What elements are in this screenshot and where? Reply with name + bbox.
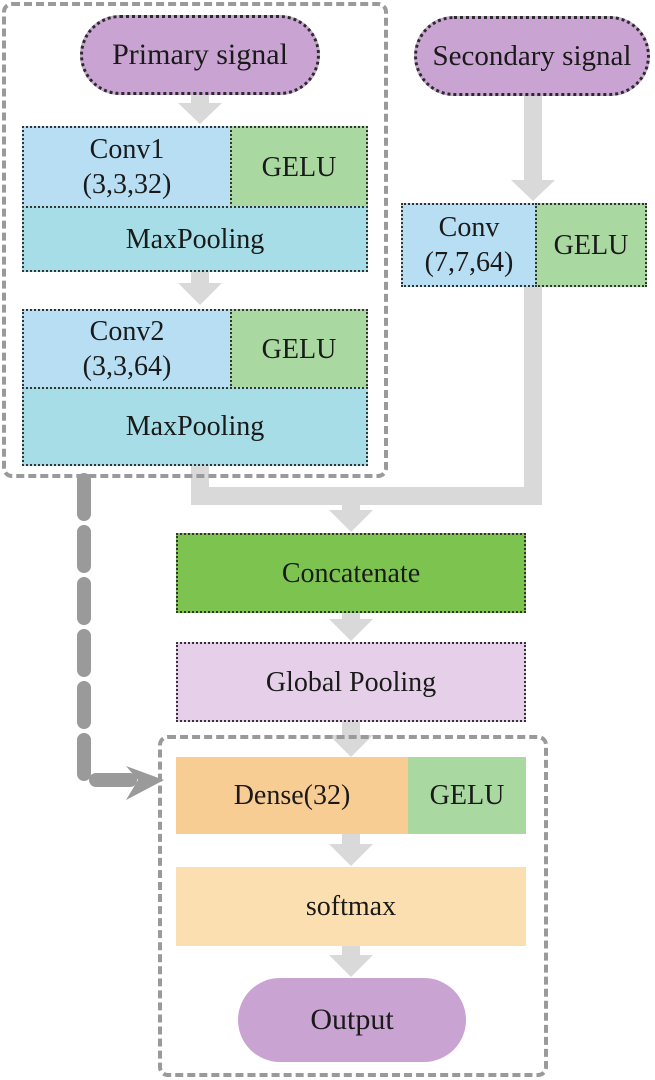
output-label: Output bbox=[310, 1003, 394, 1036]
arrow-head bbox=[329, 619, 373, 641]
conv-secondary-node: Conv (7,7,64) bbox=[401, 203, 537, 287]
conv-secondary-label: Conv bbox=[438, 212, 500, 243]
softmax-label: softmax bbox=[305, 891, 397, 922]
maxpool2-label: MaxPooling bbox=[125, 411, 265, 442]
global-pooling-node: Global Pooling bbox=[176, 642, 526, 722]
maxpool2-node: MaxPooling bbox=[22, 387, 368, 466]
conv2-label: Conv2 bbox=[89, 316, 165, 347]
conv-secondary-activation-label: GELU bbox=[553, 229, 629, 261]
conv1-activation-node: GELU bbox=[230, 126, 368, 208]
arrow-shaft bbox=[342, 613, 360, 621]
global-pooling-label: Global Pooling bbox=[265, 666, 437, 698]
conv2-activation-label: GELU bbox=[261, 333, 337, 365]
arrow-shaft bbox=[342, 504, 360, 512]
conv2-activation-node: GELU bbox=[230, 309, 368, 389]
primary-branch-group bbox=[2, 2, 388, 478]
secondary-signal-node: Secondary signal bbox=[414, 16, 650, 96]
secondary-signal-label: Secondary signal bbox=[432, 39, 632, 72]
concatenate-label: Concatenate bbox=[281, 557, 421, 589]
conv1-label: Conv1 bbox=[89, 134, 165, 165]
arrow-shaft bbox=[191, 272, 209, 284]
arrow-shaft bbox=[342, 834, 360, 845]
conv1-node: Conv1 (3,3,32) bbox=[22, 126, 232, 208]
softmax-node: softmax bbox=[176, 867, 526, 946]
output-block-group bbox=[158, 735, 548, 1077]
primary-signal-node: Primary signal bbox=[80, 15, 320, 95]
conv-secondary-activation-node: GELU bbox=[535, 203, 647, 287]
arrow-head bbox=[329, 844, 373, 866]
concatenate-node: Concatenate bbox=[176, 533, 526, 613]
arrow-head bbox=[329, 955, 373, 977]
merge-line bbox=[524, 287, 542, 505]
merge-line bbox=[191, 487, 542, 505]
conv-secondary-params: (7,7,64) bbox=[424, 247, 514, 278]
conv2-node: Conv2 (3,3,64) bbox=[22, 309, 232, 389]
maxpool1-node: MaxPooling bbox=[22, 206, 368, 272]
dense-activation-node: GELU bbox=[408, 757, 526, 834]
arrow-head bbox=[178, 103, 222, 124]
dense-label: Dense(32) bbox=[233, 780, 351, 811]
dense-activation-label: GELU bbox=[429, 780, 505, 811]
arrow-head bbox=[511, 180, 555, 201]
output-node: Output bbox=[238, 978, 466, 1062]
primary-signal-label: Primary signal bbox=[112, 38, 288, 71]
conv2-params: (3,3,64) bbox=[82, 351, 172, 382]
conv1-params: (3,3,32) bbox=[82, 169, 172, 200]
arrow-head bbox=[178, 283, 222, 305]
arrow-shaft bbox=[191, 92, 209, 104]
arrow-shaft bbox=[342, 946, 360, 956]
arrow-shaft bbox=[524, 96, 542, 180]
arrow-head bbox=[329, 510, 373, 532]
dense-node: Dense(32) bbox=[176, 757, 408, 834]
maxpool1-label: MaxPooling bbox=[125, 223, 265, 255]
skip-connection-arrowhead bbox=[126, 766, 164, 800]
arrow-shaft bbox=[342, 722, 360, 736]
arrow-head bbox=[329, 735, 373, 757]
skip-connection bbox=[77, 473, 137, 787]
conv1-activation-label: GELU bbox=[261, 151, 337, 183]
